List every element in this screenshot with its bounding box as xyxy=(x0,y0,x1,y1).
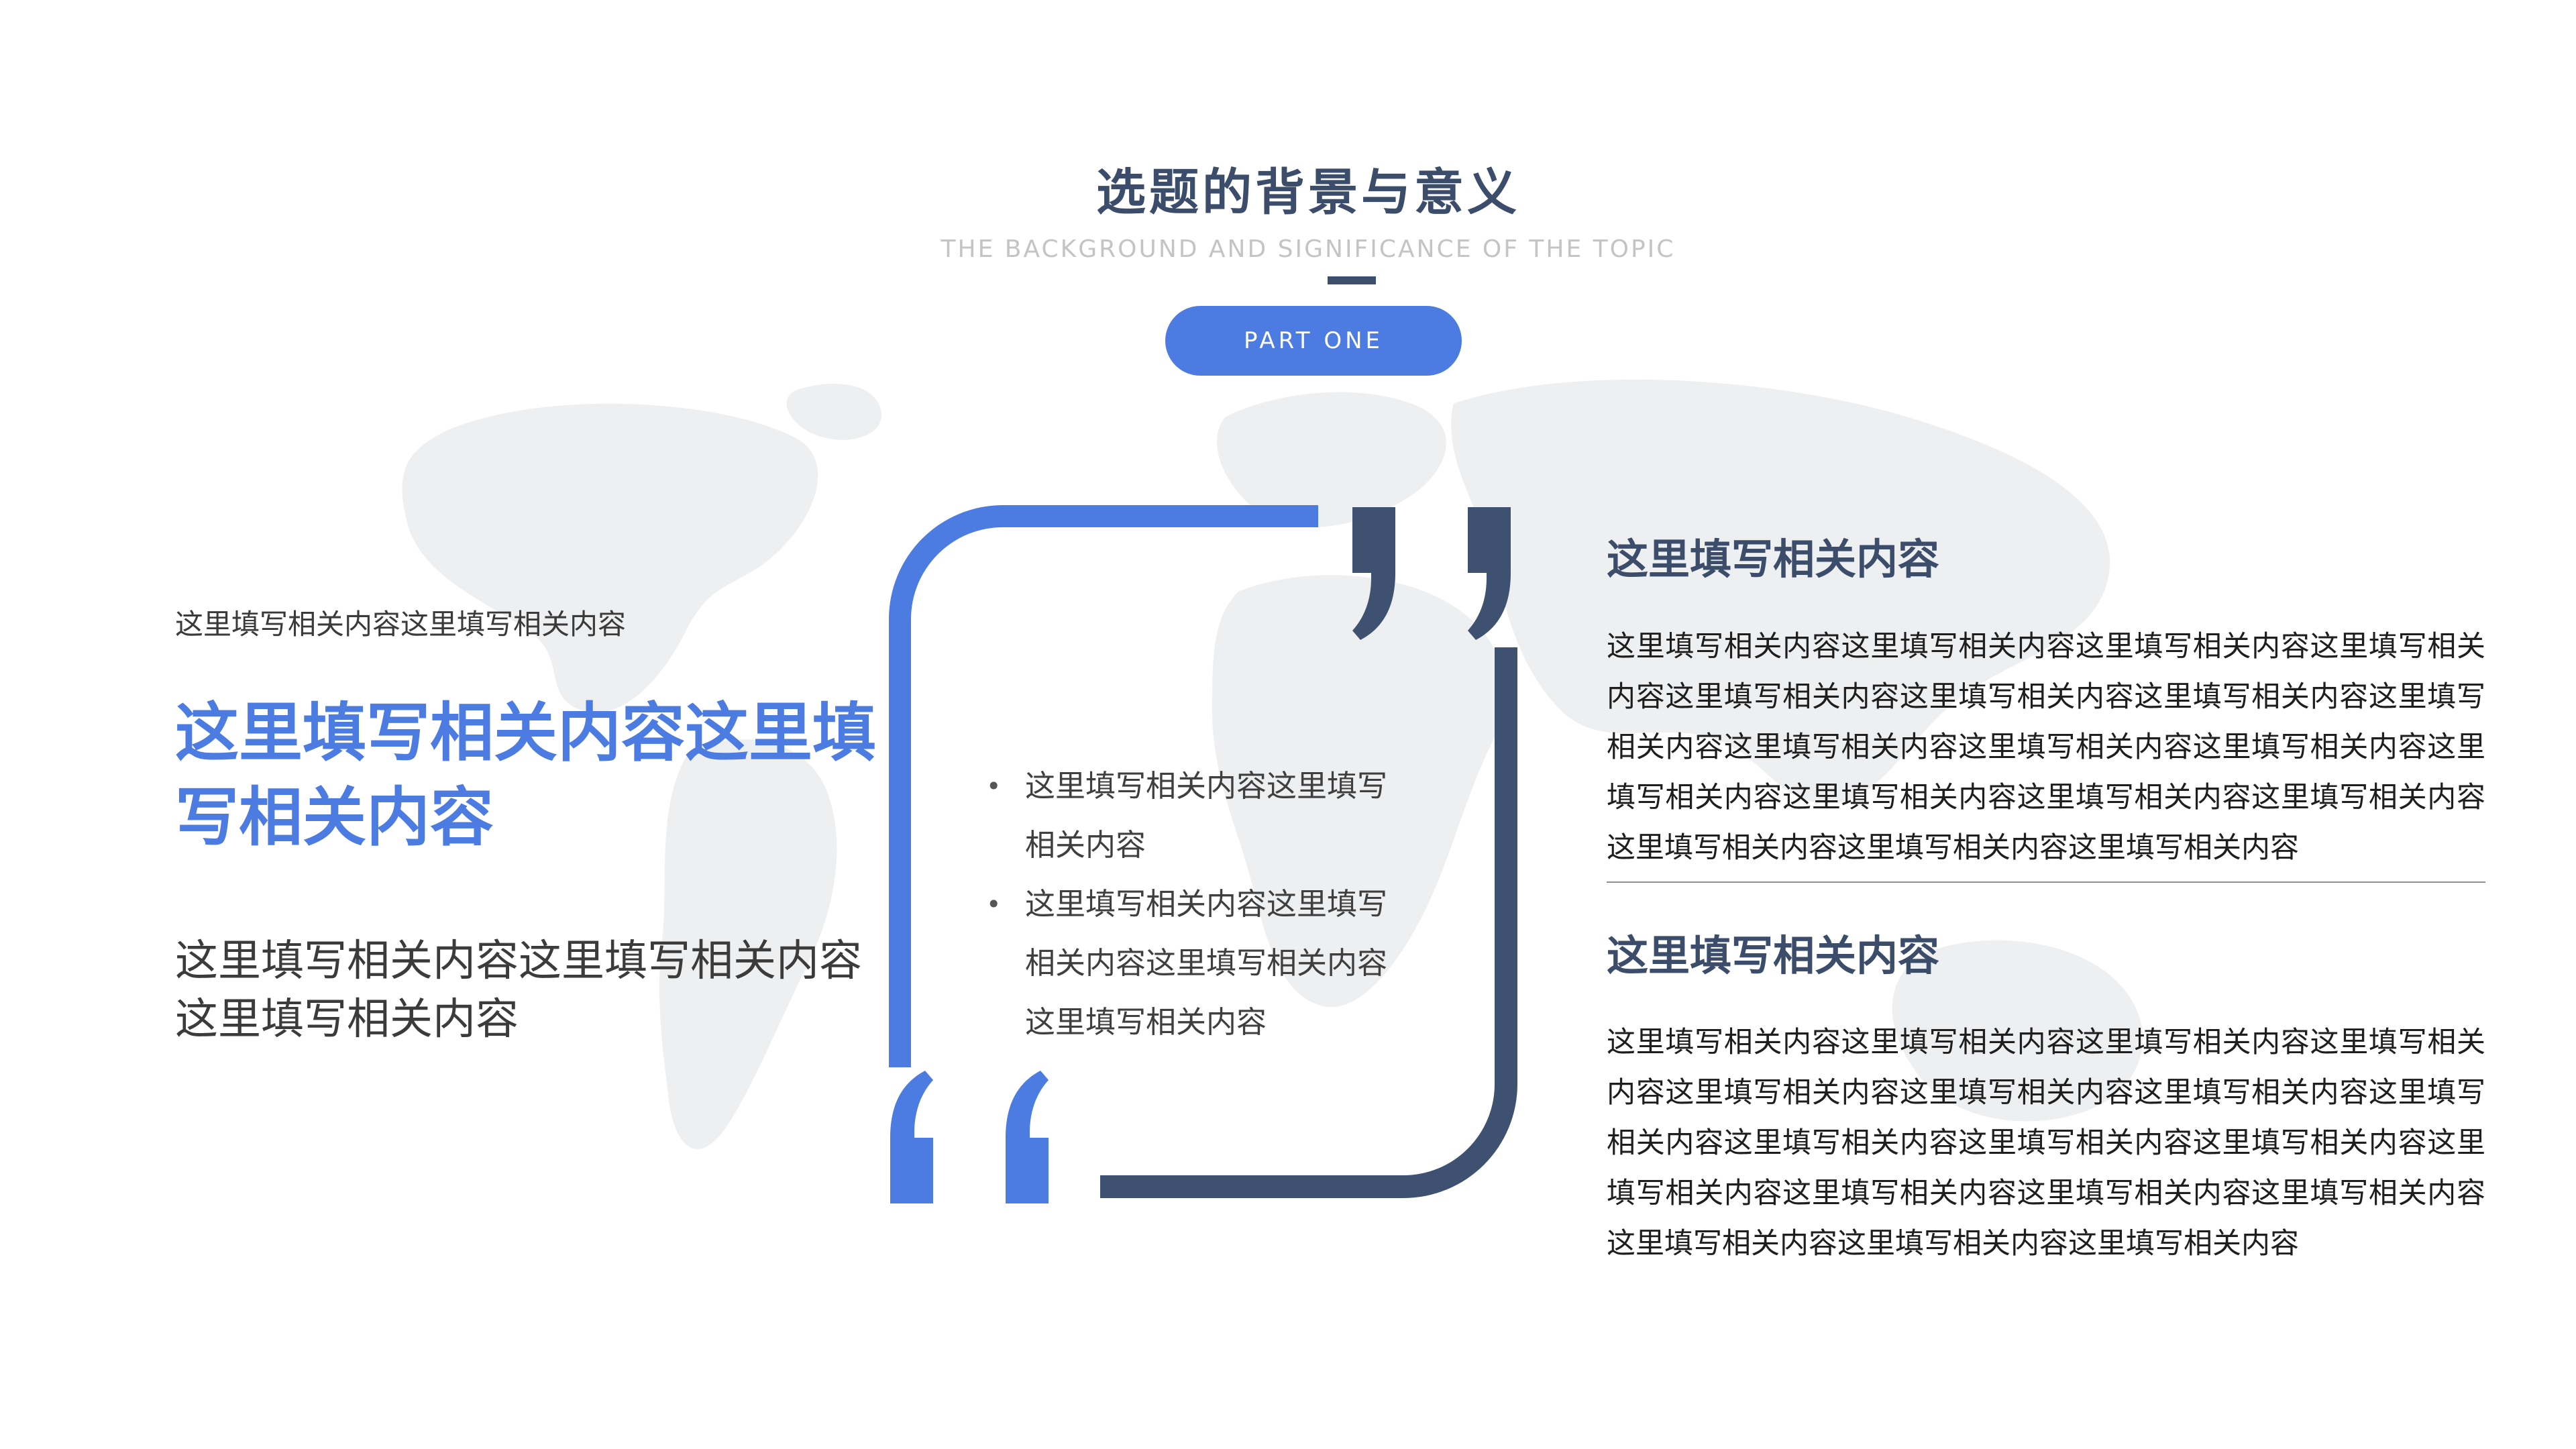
left-kicker-text: 这里填写相关内容这里填写相关内容 xyxy=(175,608,627,641)
right-section-heading: 这里填写相关内容 xyxy=(1607,930,1940,980)
quote-frame-navy-corner xyxy=(1100,647,1517,1198)
map-greenland xyxy=(784,381,885,443)
left-text-block: 这里填写相关内容这里填写相关内容 这里填写相关内容这里填写相关内容 这里填写相关… xyxy=(175,608,877,1049)
opening-quote-icon xyxy=(883,1069,1049,1203)
map-europe xyxy=(1214,389,1449,530)
left-body-text: 这里填写相关内容这里填写相关内容这里填写相关内容 xyxy=(175,936,862,1045)
map-asia xyxy=(1448,376,2113,807)
section-divider xyxy=(1607,881,2485,883)
part-one-badge: PART ONE xyxy=(1165,306,1462,376)
page-title: 选题的背景与意义 xyxy=(1096,164,1520,221)
right-section-heading: 这里填写相关内容 xyxy=(1607,535,1940,584)
closing-quote-icon xyxy=(1352,507,1518,641)
map-north-america xyxy=(399,400,821,715)
map-south-america xyxy=(656,737,840,1152)
list-item: 这里填写相关内容这里填写相关内容这里填写相关内容这里填写相关内容 xyxy=(977,875,1417,1052)
right-text-column: 这里填写相关内容 这里填写相关内容这里填写相关内容这里填写相关内容这里填写相关内… xyxy=(1607,533,2485,1269)
page-subtitle: THE BACKGROUND AND SIGNIFICANCE OF THE T… xyxy=(941,235,1676,263)
quote-bullet-list: 这里填写相关内容这里填写相关内容 这里填写相关内容这里填写相关内容这里填写相关内… xyxy=(977,757,1417,1052)
list-item: 这里填写相关内容这里填写相关内容 xyxy=(977,757,1417,875)
right-section-body: 这里填写相关内容这里填写相关内容这里填写相关内容这里填写相关内容这里填写相关内容… xyxy=(1607,1026,2485,1260)
left-headline: 这里填写相关内容这里填写相关内容 xyxy=(175,696,877,855)
slide-header: 选题的背景与意义 THE BACKGROUND AND SIGNIFICANCE… xyxy=(671,168,1945,376)
title-accent-bar xyxy=(1328,276,1376,284)
map-australia xyxy=(1889,937,2146,1124)
right-section-body: 这里填写相关内容这里填写相关内容这里填写相关内容这里填写相关内容这里填写相关内容… xyxy=(1607,629,2485,865)
right-section-2: 这里填写相关内容 这里填写相关内容这里填写相关内容这里填写相关内容这里填写相关内… xyxy=(1607,930,2485,1270)
right-section-1: 这里填写相关内容 这里填写相关内容这里填写相关内容这里填写相关内容这里填写相关内… xyxy=(1607,533,2485,873)
